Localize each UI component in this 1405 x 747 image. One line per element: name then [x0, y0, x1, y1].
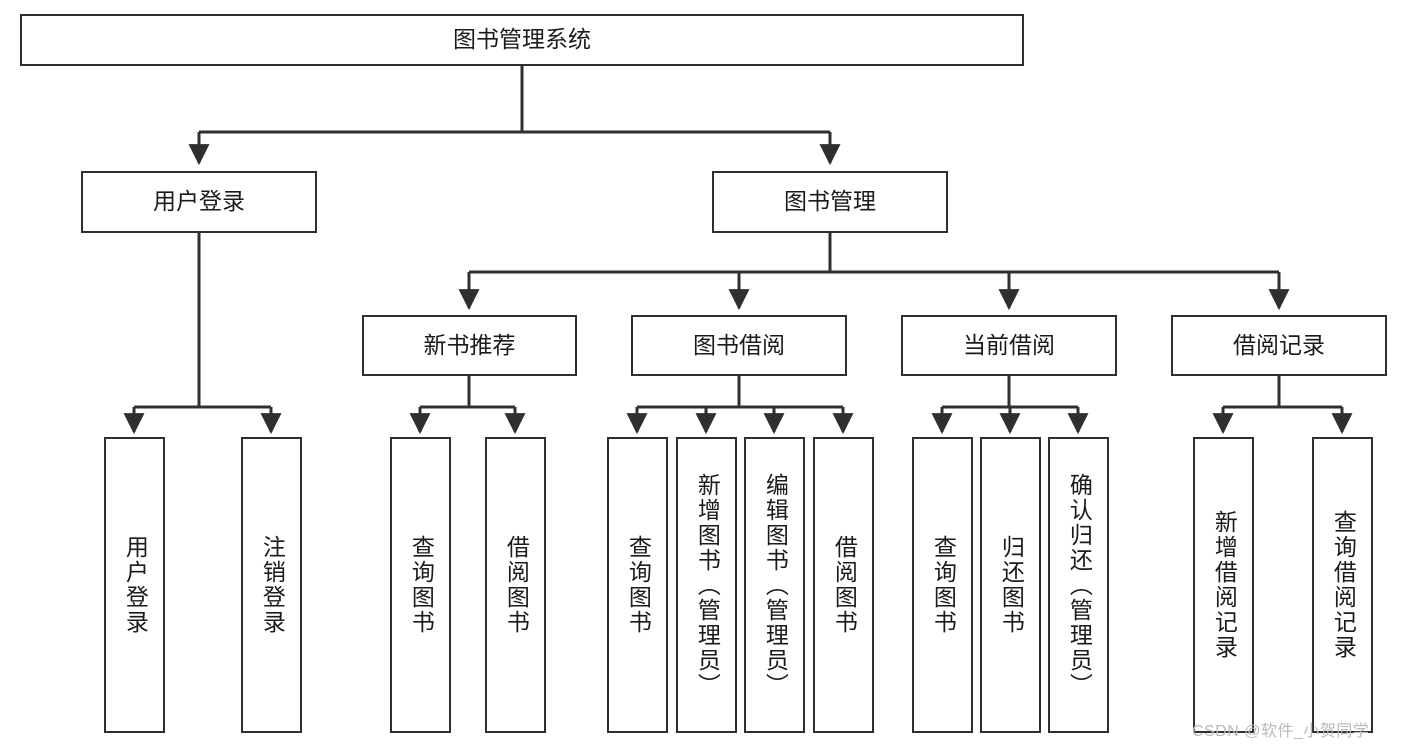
node-leaf-user-login-login[interactable]: 用户登录 — [104, 437, 165, 733]
node-leaf-record-query-record[interactable]: 查询借阅记录 — [1312, 437, 1373, 733]
node-current-borrow-label: 当前借阅 — [963, 331, 1055, 358]
node-leaf-label: 用户登录 — [122, 535, 149, 635]
node-new-book-recommend[interactable]: 新书推荐 — [362, 315, 577, 376]
node-current-borrow[interactable]: 当前借阅 — [901, 315, 1117, 376]
node-user-login[interactable]: 用户登录 — [81, 171, 317, 233]
node-leaf-label: 新增借阅记录 — [1211, 510, 1238, 660]
watermark: CSDN @软件_小贺同学 — [1192, 723, 1370, 740]
node-leaf-recommend-borrow-book[interactable]: 借阅图书 — [485, 437, 546, 733]
node-leaf-borrow-borrow-book[interactable]: 借阅图书 — [813, 437, 874, 733]
node-leaf-label: 新增图书（管理员） — [694, 472, 721, 698]
node-borrow-record-label: 借阅记录 — [1233, 331, 1325, 358]
node-book-borrow-label: 图书借阅 — [693, 331, 785, 358]
node-book-management-label: 图书管理 — [784, 188, 876, 215]
node-leaf-borrow-edit-book[interactable]: 编辑图书（管理员） — [744, 437, 805, 733]
node-root-label: 图书管理系统 — [453, 26, 591, 53]
node-leaf-user-login-logout[interactable]: 注销登录 — [241, 437, 302, 733]
node-leaf-label: 查询借阅记录 — [1330, 510, 1357, 660]
node-leaf-record-add-record[interactable]: 新增借阅记录 — [1193, 437, 1254, 733]
node-leaf-label: 归还图书 — [998, 535, 1025, 635]
node-leaf-label: 借阅图书 — [831, 535, 858, 635]
node-leaf-label: 借阅图书 — [503, 535, 530, 635]
node-leaf-current-query-book[interactable]: 查询图书 — [912, 437, 973, 733]
node-leaf-label: 查询图书 — [930, 535, 957, 635]
node-leaf-current-confirm-return[interactable]: 确认归还（管理员） — [1048, 437, 1109, 733]
node-book-management[interactable]: 图书管理 — [712, 171, 948, 233]
node-borrow-record[interactable]: 借阅记录 — [1171, 315, 1387, 376]
node-new-book-recommend-label: 新书推荐 — [423, 331, 516, 358]
node-leaf-label: 确认归还（管理员） — [1066, 472, 1093, 698]
node-leaf-label: 查询图书 — [408, 535, 435, 635]
node-user-login-label: 用户登录 — [153, 188, 245, 215]
node-leaf-recommend-query-book[interactable]: 查询图书 — [390, 437, 451, 733]
node-leaf-current-return-book[interactable]: 归还图书 — [980, 437, 1041, 733]
node-leaf-label: 查询图书 — [625, 535, 652, 635]
node-leaf-borrow-query-book[interactable]: 查询图书 — [607, 437, 668, 733]
node-leaf-label: 注销登录 — [259, 535, 286, 635]
node-root[interactable]: 图书管理系统 — [20, 14, 1024, 66]
node-leaf-label: 编辑图书（管理员） — [762, 472, 789, 698]
node-leaf-borrow-add-book[interactable]: 新增图书（管理员） — [676, 437, 737, 733]
node-book-borrow[interactable]: 图书借阅 — [631, 315, 847, 376]
